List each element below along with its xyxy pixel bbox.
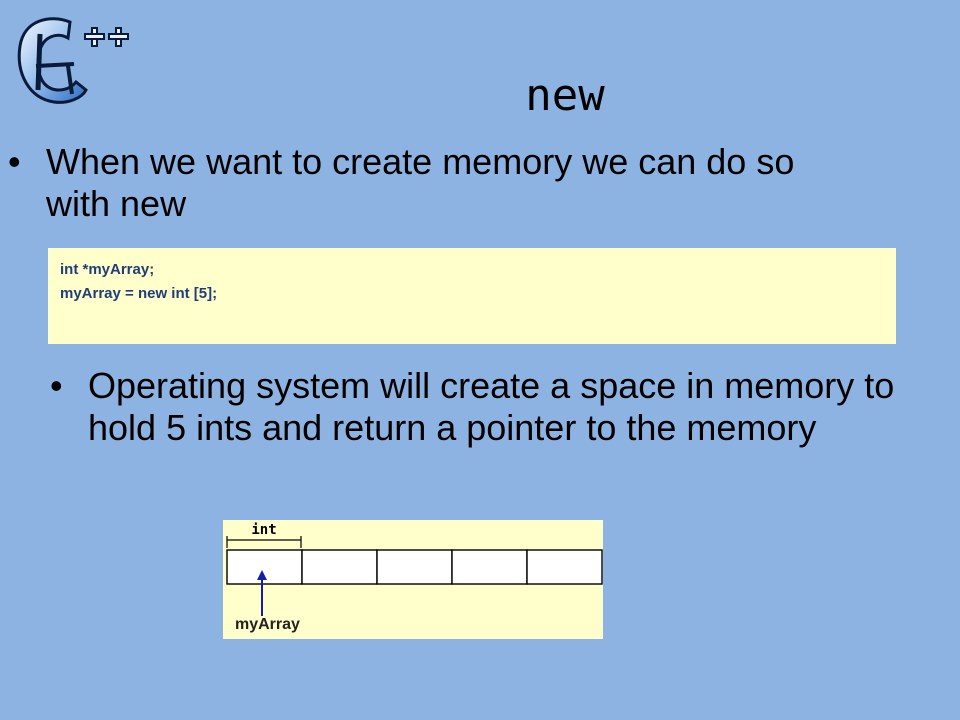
pointer-label: myArray (235, 616, 300, 633)
int-label: int (251, 522, 276, 538)
bullet-marker: • (50, 365, 63, 406)
bullet-marker: • (8, 141, 21, 182)
code-snippet: int *myArray; myArray = new int [5]; (48, 248, 896, 344)
array-cell (451, 549, 528, 585)
bullet-point: • When we want to create memory we can d… (8, 141, 848, 225)
array-cells (226, 549, 603, 585)
pointer-arrowhead (257, 570, 267, 580)
bullet-text: Operating system will create a space in … (88, 365, 895, 448)
cpp-logo (10, 10, 140, 110)
bullet-point: • Operating system will create a space i… (50, 365, 910, 449)
memory-diagram: int myArray (223, 520, 603, 639)
code-line: myArray = new int [5]; (60, 285, 218, 302)
memory-diagram-svg: int myArray (226, 522, 603, 633)
array-cell (526, 549, 603, 585)
slide-title: new (525, 70, 605, 121)
code-line: int *myArray; (60, 261, 155, 278)
bullet-text: When we want to create memory we can do … (46, 141, 795, 224)
array-cell (376, 549, 453, 585)
array-cell (301, 549, 378, 585)
